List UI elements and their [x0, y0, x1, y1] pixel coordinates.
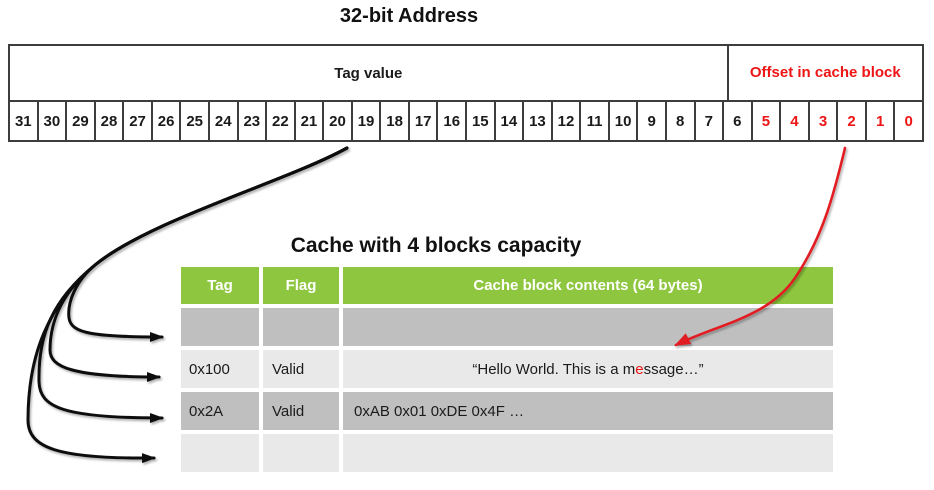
address-title: 32-bit Address: [339, 5, 479, 27]
cache-row-3-content: 0xAB 0x01 0xDE 0x4F …: [343, 392, 833, 430]
content-suffix: ssage…”: [643, 360, 704, 378]
cache-row-2-flag: Valid: [263, 350, 339, 388]
bit-cell-12: 12: [553, 102, 582, 140]
bit-cell-10: 10: [610, 102, 639, 140]
bit-cell-1: 1: [867, 102, 896, 140]
cache-header-content: Cache block contents (64 bytes): [343, 267, 833, 304]
bit-cell-22: 22: [267, 102, 296, 140]
cache-header-tag: Tag: [181, 267, 259, 304]
cache-table: Tag Flag Cache block contents (64 bytes)…: [181, 267, 833, 472]
bit-cell-30: 30: [39, 102, 68, 140]
cache-row-1-content: [343, 308, 833, 346]
bit-cell-0: 0: [904, 112, 913, 130]
cache-row-4-flag: [263, 434, 339, 472]
address-header-row: Tag value Offset in cache block: [10, 46, 922, 102]
content-prefix: “Hello World. This is a m: [472, 360, 636, 378]
bit-cell-14: 14: [496, 102, 525, 140]
bit-cell-28: 28: [96, 102, 125, 140]
cache-row-1-tag: [181, 308, 259, 346]
bit-cell-3: 3: [810, 102, 839, 140]
bit-cell-20: 20: [324, 102, 353, 140]
bit-cell-25: 25: [181, 102, 210, 140]
bit-cell-6: 6: [724, 102, 753, 140]
cache-row-4-tag: [181, 434, 259, 472]
bit-cell-11: 11: [581, 102, 610, 140]
bit-cell-7: 7: [696, 102, 725, 140]
bit-cell-16: 16: [438, 102, 467, 140]
cache-row-3: 0x2A Valid 0xAB 0x01 0xDE 0x4F …: [181, 392, 833, 430]
bit-cell-23: 23: [239, 102, 268, 140]
content-highlighted-byte: e: [635, 360, 644, 378]
offset-header: Offset in cache block: [726, 46, 922, 100]
bit-cell-4: 4: [781, 102, 810, 140]
bit-cell-19: 19: [353, 102, 382, 140]
cache-row-3-flag: Valid: [263, 392, 339, 430]
cache-row-1-flag: [263, 308, 339, 346]
cache-row-3-tag: 0x2A: [181, 392, 259, 430]
tag-value-header: Tag value: [334, 64, 403, 82]
cache-header-row: Tag Flag Cache block contents (64 bytes): [181, 267, 833, 304]
bit-cell-2: 2: [838, 102, 867, 140]
bit-cell-31: 31: [10, 102, 39, 140]
bit-cell-21: 21: [296, 102, 325, 140]
bit-cell-8: 8: [667, 102, 696, 140]
bit-cell-18: 18: [381, 102, 410, 140]
cache-row-4: [181, 434, 833, 472]
bit-cell-13: 13: [524, 102, 553, 140]
bit-cell-26: 26: [153, 102, 182, 140]
cache-header-flag: Flag: [263, 267, 339, 304]
cache-row-2-tag: 0x100: [181, 350, 259, 388]
bit-cell-17: 17: [410, 102, 439, 140]
bit-cell-9: 9: [638, 102, 667, 140]
bit-cell-29: 29: [67, 102, 96, 140]
bit-number-row: 31 30 29 28 27 26 25 24 23 22 21 20 19 1…: [10, 102, 922, 140]
cache-title: Cache with 4 blocks capacity: [290, 234, 582, 257]
bit-cell-27: 27: [124, 102, 153, 140]
bit-cell-5: 5: [753, 102, 782, 140]
cache-row-1: [181, 308, 833, 346]
cache-row-4-content: [343, 434, 833, 472]
address-bit-table: Tag value Offset in cache block 31 30 29…: [8, 44, 924, 142]
bit-cell-24: 24: [210, 102, 239, 140]
bit-cell-15: 15: [467, 102, 496, 140]
